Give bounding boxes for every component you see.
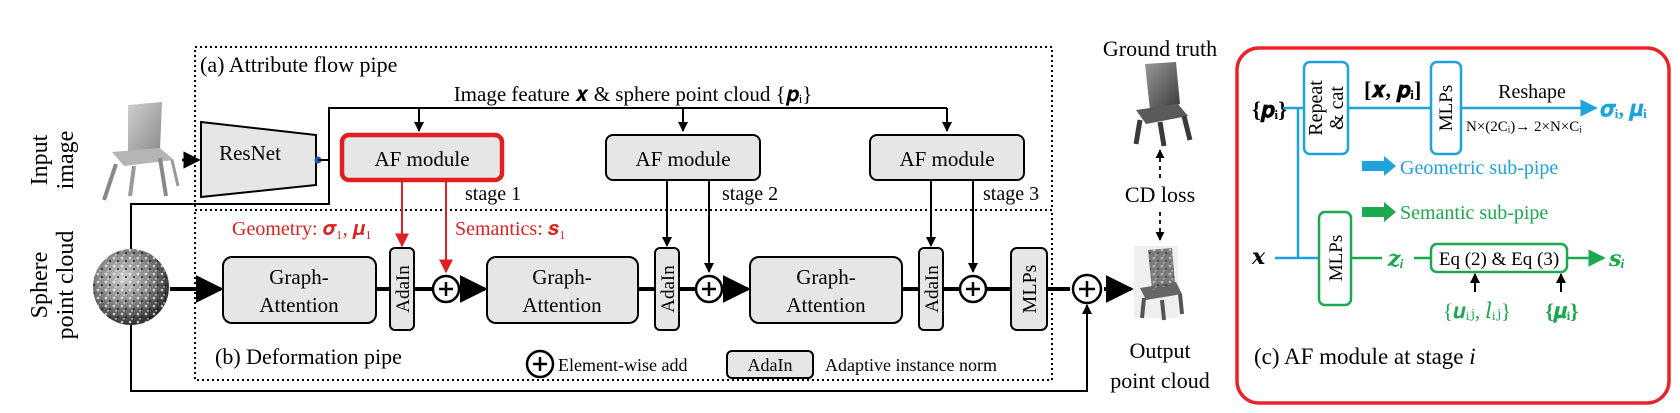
input-chair-image bbox=[102, 102, 180, 201]
eq-label: Eq (2) & Eq (3) bbox=[1439, 249, 1559, 270]
graph-attention-block-1 bbox=[222, 256, 377, 324]
image-feature-label: Image feature 𝒙 & sphere point cloud {𝒑ᵢ… bbox=[454, 82, 813, 106]
s-output: 𝒔ᵢ bbox=[1608, 246, 1625, 271]
add-node-3 bbox=[958, 274, 988, 304]
graph-attention-block-3 bbox=[749, 256, 903, 324]
input-image-label: Input image bbox=[27, 131, 79, 190]
adain-block-1 bbox=[389, 247, 415, 331]
reshape-dims-label: N×(2Cᵢ)→ 2×N×Cᵢ bbox=[1466, 119, 1582, 135]
semantics-label: Semantics: 𝒔₁ bbox=[455, 218, 566, 240]
output-point-cloud-image bbox=[1134, 246, 1184, 321]
mlps-semantic-label: MLPs bbox=[1326, 235, 1347, 281]
graph-attention-2-line2: Attention bbox=[522, 293, 602, 317]
add-node-final bbox=[1071, 273, 1103, 305]
cd-loss-label: CD loss bbox=[1125, 182, 1195, 207]
geometric-legend-arrow bbox=[1362, 156, 1396, 176]
sphere-point-cloud-label: Sphere point cloud bbox=[27, 231, 79, 340]
p-input-label: {𝒑ᵢ} bbox=[1252, 97, 1287, 123]
semantic-legend-label: Semantic sub-pipe bbox=[1400, 202, 1548, 224]
sphere-point-cloud-image bbox=[93, 249, 169, 325]
legend-add-label: Element-wise add bbox=[558, 355, 687, 375]
legend-adain-box bbox=[726, 350, 814, 379]
graph-attention-1-line1: Graph- bbox=[269, 265, 328, 289]
graph-attention-3-line2: Attention bbox=[786, 293, 866, 317]
geometric-legend-label: Geometric sub-pipe bbox=[1400, 157, 1558, 179]
svg-text:Sphere: Sphere bbox=[27, 252, 53, 319]
legend-adain-label: Adaptive instance norm bbox=[825, 355, 997, 375]
repeat-cat-line2: & cat bbox=[1326, 86, 1348, 130]
attribute-flow-title: (a) Attribute flow pipe bbox=[200, 52, 397, 77]
ground-truth-label: Ground truth bbox=[1103, 36, 1217, 61]
adain-1-label: AdaIn bbox=[393, 265, 414, 313]
skip-connection-line bbox=[130, 304, 1092, 392]
deformation-pipe-title: (b) Deformation pipe bbox=[215, 344, 402, 369]
af-module-stage3 bbox=[869, 134, 1025, 181]
adain-block-2 bbox=[654, 247, 680, 331]
sigma-mu-output: 𝝈ᵢ, 𝝁ᵢ bbox=[1600, 96, 1647, 121]
stage1-label: stage 1 bbox=[465, 183, 521, 205]
add-node-2 bbox=[694, 274, 724, 304]
resnet-block bbox=[200, 120, 317, 199]
adain-2-label: AdaIn bbox=[658, 265, 679, 313]
af-module-stage1-label: AF module bbox=[374, 147, 469, 171]
semantic-legend-arrow bbox=[1362, 202, 1396, 222]
resnet-label: ResNet bbox=[219, 141, 281, 165]
output-label-line1: Output bbox=[1129, 338, 1190, 363]
stage3-label: stage 3 bbox=[983, 183, 1039, 205]
geometry-label: Geometry: 𝝈₁, 𝝁₁ bbox=[232, 218, 372, 240]
af-module-stage3-label: AF module bbox=[899, 147, 994, 171]
ground-truth-chair-image bbox=[1133, 62, 1193, 147]
reshape-label: Reshape bbox=[1498, 81, 1566, 103]
u-l-label: {𝒖ᵢⱼ, 𝑙ᵢⱼ} bbox=[1443, 299, 1511, 323]
stage2-label: stage 2 bbox=[722, 183, 778, 205]
graph-attention-1-line2: Attention bbox=[259, 293, 339, 317]
z-label: 𝒛ᵢ bbox=[1387, 246, 1404, 271]
graph-attention-3-line1: Graph- bbox=[796, 265, 855, 289]
add-node-1 bbox=[431, 274, 461, 304]
mu-label: {𝝁ᵢ} bbox=[1545, 299, 1578, 323]
svg-text:point cloud: point cloud bbox=[53, 231, 79, 340]
mlps-label: MLPs bbox=[1019, 264, 1041, 313]
legend-add-icon bbox=[525, 349, 555, 379]
af-module-stage2 bbox=[605, 134, 761, 181]
svg-text:Input: Input bbox=[27, 134, 53, 185]
adain-block-3 bbox=[918, 247, 944, 331]
output-label-line2: point cloud bbox=[1110, 368, 1210, 393]
af-module-stage1 bbox=[339, 132, 505, 183]
xp-label: [𝒙, 𝒑ᵢ] bbox=[1364, 77, 1421, 103]
panel-c-title: (c) AF module at stage i bbox=[1254, 344, 1476, 369]
graph-attention-2-line1: Graph- bbox=[532, 265, 591, 289]
svg-text:image: image bbox=[53, 131, 79, 190]
adain-3-label: AdaIn bbox=[922, 265, 943, 313]
legend-adain-box-label: AdaIn bbox=[748, 355, 793, 375]
x-input-label: 𝒙 bbox=[1251, 244, 1266, 269]
mlps-block bbox=[1010, 247, 1048, 331]
sphere-to-feature-line bbox=[130, 160, 330, 249]
deformation-pipe-box bbox=[194, 209, 1053, 381]
repeat-cat-line1: Repeat bbox=[1305, 80, 1327, 136]
feature-line bbox=[318, 107, 947, 161]
mlps-geometric-label: MLPs bbox=[1436, 85, 1457, 131]
graph-attention-block-2 bbox=[486, 256, 639, 324]
af-module-detail-panel bbox=[1235, 46, 1671, 405]
af-module-stage2-label: AF module bbox=[635, 147, 730, 171]
